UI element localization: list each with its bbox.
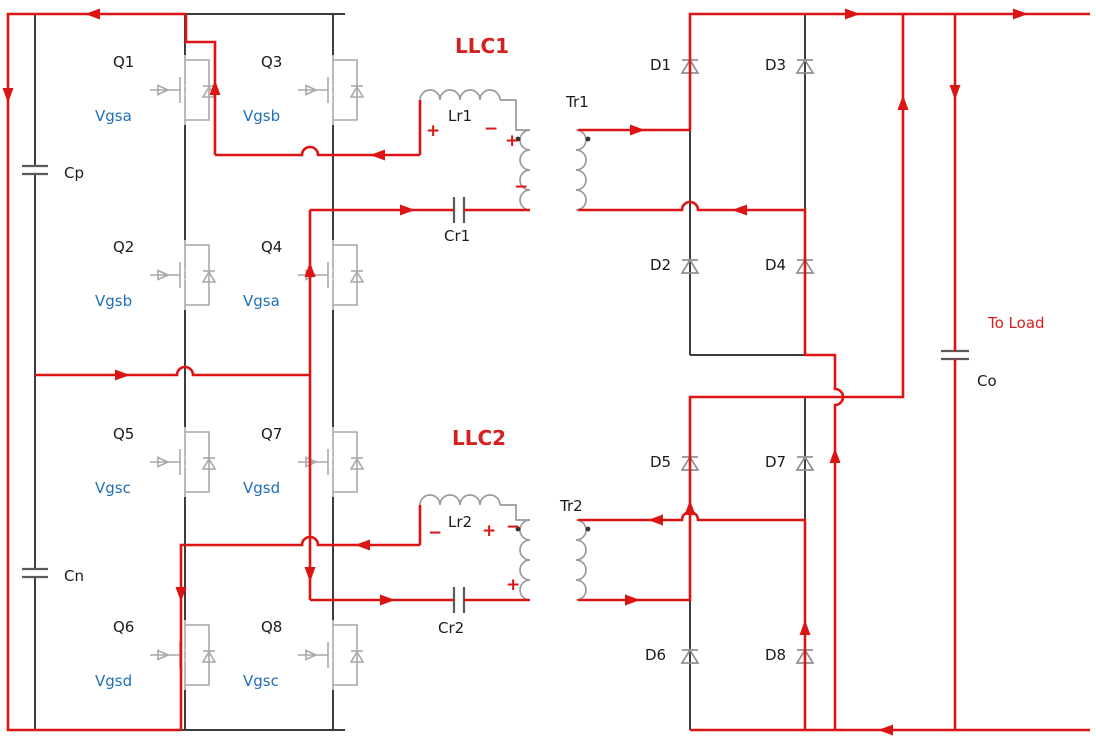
gate-label-q8: Vgsc (243, 672, 279, 690)
arrow-top-rail-right2-icon (1013, 8, 1028, 20)
arrow-q1-up-icon (209, 80, 221, 95)
transformer-tr1 (500, 99, 591, 211)
mosfet-q2 (149, 239, 216, 311)
gate-label-q2: Vgsb (95, 292, 132, 310)
label-q1: Q1 (113, 53, 134, 71)
polarity-plus-lr2-right: + (482, 521, 496, 541)
arrow-bottom-rail-left-icon (878, 724, 893, 736)
arrow-top-rail-right1-icon (845, 8, 860, 20)
arrow-tr1-sec-bottom-icon (732, 204, 747, 216)
label-lr1: Lr1 (448, 107, 472, 125)
transformer-tr2 (500, 504, 591, 601)
gate-label-q5: Vgsc (95, 479, 131, 497)
inductor-lr2 (419, 494, 501, 506)
arrow-rect2-up-icon (897, 95, 909, 110)
polarity-minus-tr2-top: − (506, 517, 520, 537)
label-llc2: LLC2 (452, 426, 506, 450)
polarity-minus-lr2-left: − (428, 523, 442, 543)
arrow-midrail-right-icon (115, 369, 130, 381)
arrow-tr2-sec-top-icon (648, 514, 663, 526)
label-d8: D8 (765, 646, 786, 664)
polarity-plus-lr1-left: + (426, 121, 440, 141)
tr1-primary-dot (515, 136, 521, 142)
arrow-left-edge-down-icon (2, 88, 14, 103)
arrow-lr2-left-icon (355, 539, 370, 551)
label-llc1: LLC1 (455, 34, 509, 58)
label-lr2: Lr2 (448, 513, 472, 531)
polarity-minus-tr1-bottom: − (514, 177, 528, 197)
label-co: Co (977, 372, 997, 390)
tr2-primary-dot (515, 526, 521, 532)
label-tr1: Tr1 (565, 93, 589, 111)
label-d5: D5 (650, 453, 671, 471)
label-d1: D1 (650, 56, 671, 74)
arrow-co-down-icon (949, 85, 961, 100)
label-d2: D2 (650, 256, 671, 274)
capacitor-cr1 (452, 197, 466, 223)
label-to-load: To Load (987, 314, 1045, 332)
mosfet-q8 (297, 619, 364, 691)
mosfet-q3 (297, 54, 364, 126)
gate-label-q3: Vgsb (243, 107, 280, 125)
polarity-marks: + − + − − + − + (426, 119, 528, 595)
tr2-secondary-dot (585, 526, 591, 532)
gate-label-q1: Vgsa (95, 107, 132, 125)
gate-signal-labels: Vgsa Vgsb Vgsb Vgsa Vgsc Vgsd Vgsd Vgsc (95, 107, 280, 690)
arrow-lr1-left-icon (370, 149, 385, 161)
arrow-tr1-sec-top-icon (630, 124, 645, 136)
gate-label-q4: Vgsa (243, 292, 280, 310)
label-q4: Q4 (261, 238, 282, 256)
arrow-bus-down-icon (304, 567, 316, 582)
polarity-minus-lr1-right: − (484, 119, 498, 139)
arrow-bus-up-icon (304, 262, 316, 277)
mosfet-q5 (149, 426, 216, 498)
primary-bridge-wiring (34, 13, 345, 731)
label-q7: Q7 (261, 425, 282, 443)
label-d6: D6 (645, 646, 666, 664)
capacitor-cr2 (452, 587, 466, 613)
mosfet-q7 (297, 426, 364, 498)
switch-labels: Q1 Q3 Q2 Q4 Q5 Q7 Q6 Q8 (113, 53, 282, 636)
mosfet-q6 (149, 619, 216, 691)
label-cr2: Cr2 (438, 619, 464, 637)
arrow-d8-up-icon (799, 620, 811, 635)
label-q2: Q2 (113, 238, 134, 256)
polarity-plus-tr2-bottom: + (506, 575, 520, 595)
label-cr1: Cr1 (444, 227, 470, 245)
label-q6: Q6 (113, 618, 134, 636)
inductor-lr1 (419, 89, 501, 101)
arrow-cr1-right-icon (400, 204, 415, 216)
arrow-link-up-icon (829, 448, 841, 463)
label-tr2: Tr2 (559, 497, 583, 515)
label-q5: Q5 (113, 425, 134, 443)
label-cn: Cn (64, 567, 84, 585)
label-d4: D4 (765, 256, 786, 274)
capacitor-cp (22, 164, 48, 176)
mosfet-q1 (149, 54, 216, 126)
diode-labels: D1 D3 D2 D4 D5 D7 D6 D8 (645, 56, 786, 664)
arrow-tr2-sec-bottom-icon (625, 594, 640, 606)
label-d3: D3 (765, 56, 786, 74)
current-path-secondary (578, 12, 1090, 732)
polarity-plus-tr1-top: + (505, 131, 519, 151)
label-q3: Q3 (261, 53, 282, 71)
arrow-cr2-right-icon (380, 594, 395, 606)
gate-label-q7: Vgsd (243, 479, 280, 497)
tank-titles: LLC1 LLC2 (452, 34, 509, 450)
capacitor-cn (22, 567, 48, 579)
label-cp: Cp (64, 164, 84, 182)
label-d7: D7 (765, 453, 786, 471)
arrow-top-rail-left-icon (85, 8, 100, 20)
tr1-secondary-dot (585, 136, 591, 142)
arrow-d5-up-icon (684, 500, 696, 515)
rectifier-wiring (689, 14, 836, 730)
capacitor-co (941, 349, 969, 361)
label-q8: Q8 (261, 618, 282, 636)
passive-labels: Cp Cn Co Cr1 Cr2 Lr1 Lr2 Tr1 Tr2 (64, 93, 997, 637)
gate-label-q6: Vgsd (95, 672, 132, 690)
